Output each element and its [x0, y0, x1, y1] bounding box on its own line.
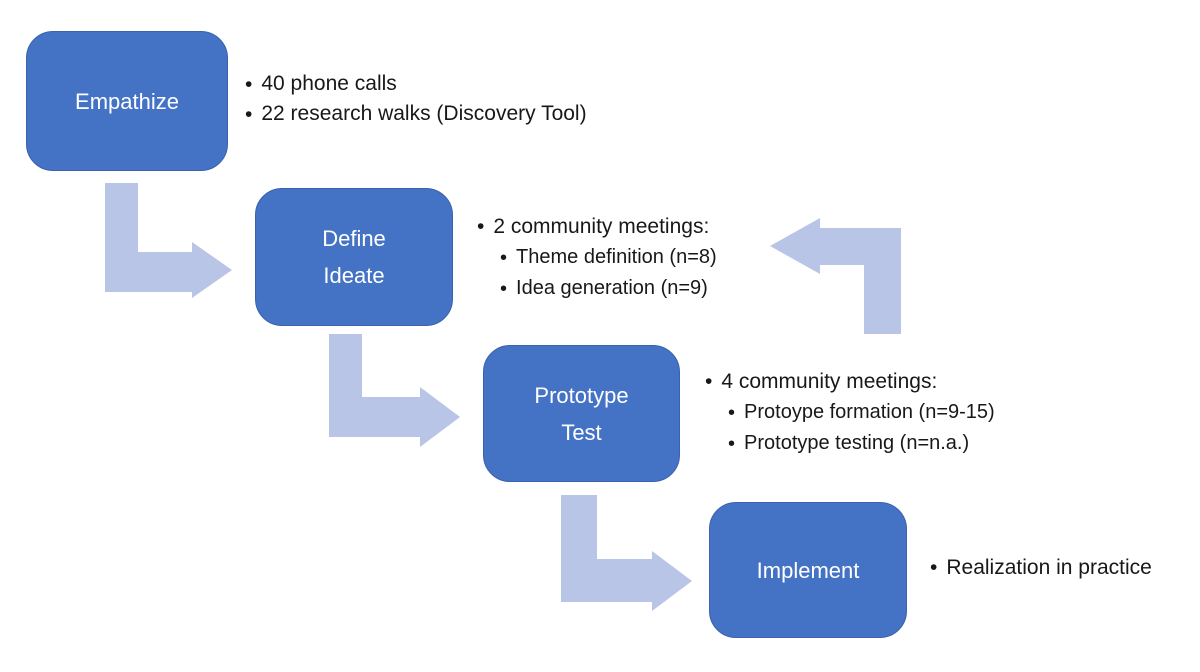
stage-label-test: Test: [561, 419, 602, 445]
note-item: • 40 phone calls: [245, 69, 587, 99]
notes-define-ideate: • 2 community meetings: • Theme definiti…: [477, 211, 717, 304]
bullet-icon: •: [500, 277, 508, 300]
stage-box-implement: Implement: [709, 502, 907, 638]
stage-box-prototype-test: Prototype Test: [483, 345, 680, 482]
stage-box-empathize: Empathize: [26, 31, 228, 171]
note-item: • Theme definition (n=8): [500, 242, 717, 273]
bullet-icon: •: [477, 215, 485, 238]
flow-arrow-empathize-to-define-icon: [105, 183, 232, 298]
note-item: • Protoype formation (n=9-15): [728, 397, 995, 428]
note-text: 22 research walks (Discovery Tool): [261, 102, 587, 125]
note-text: Idea generation (n=9): [516, 277, 708, 299]
note-item: • 2 community meetings:: [477, 211, 717, 242]
flow-arrow-define-to-prototype-icon: [329, 334, 460, 447]
bullet-icon: •: [728, 401, 736, 424]
note-text: 4 community meetings:: [721, 369, 938, 393]
note-text: Protoype formation (n=9-15): [744, 401, 995, 423]
stage-label-empathize: Empathize: [75, 88, 179, 114]
note-item: • Idea generation (n=9): [500, 273, 717, 304]
stage-label-prototype: Prototype: [534, 382, 629, 408]
flow-arrow-prototype-to-implement-icon: [561, 495, 692, 611]
bullet-icon: •: [728, 432, 736, 455]
note-item: • Realization in practice: [930, 552, 1152, 583]
bullet-icon: •: [500, 246, 508, 269]
stage-label-define: Define: [322, 226, 386, 251]
notes-prototype-test: • 4 community meetings: • Protoype forma…: [705, 366, 995, 459]
notes-implement: • Realization in practice: [930, 552, 1152, 583]
note-item: • 4 community meetings:: [705, 366, 995, 397]
bullet-icon: •: [245, 102, 253, 126]
note-text: 40 phone calls: [261, 72, 397, 95]
bullet-icon: •: [245, 72, 253, 96]
stage-box-define-ideate: Define Ideate: [255, 188, 453, 326]
note-text: 2 community meetings:: [493, 214, 710, 238]
bullet-icon: •: [930, 556, 938, 579]
note-text: Realization in practice: [946, 555, 1152, 579]
note-text: Theme definition (n=8): [516, 246, 717, 268]
feedback-arrow-test-to-define-icon: [770, 218, 901, 334]
notes-empathize: • 40 phone calls • 22 research walks (Di…: [245, 69, 587, 129]
note-item: • 22 research walks (Discovery Tool): [245, 99, 587, 129]
note-text: Prototype testing (n=n.a.): [744, 432, 970, 454]
stage-label-implement: Implement: [756, 557, 860, 583]
bullet-icon: •: [705, 370, 713, 393]
note-item: • Prototype testing (n=n.a.): [728, 428, 995, 459]
stage-label-ideate: Ideate: [323, 263, 385, 288]
